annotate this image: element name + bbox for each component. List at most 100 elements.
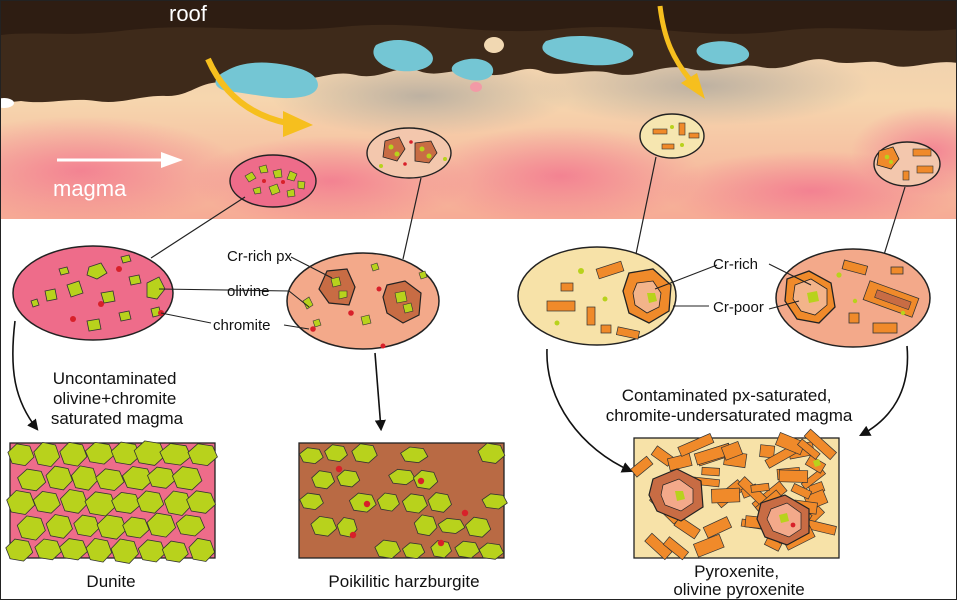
cr-rich-px-label: Cr-rich px [227, 248, 293, 265]
olivine-grain [188, 537, 216, 562]
pyroxene-grain [666, 453, 693, 472]
olivine-grain [122, 516, 150, 539]
process-arrows [12, 320, 909, 473]
pyroxene-grain [796, 438, 821, 460]
chromite-grain [437, 539, 445, 547]
pyroxene-grain [662, 536, 690, 561]
olivine-grain [6, 490, 36, 515]
olivine-grain [121, 466, 153, 491]
olivine-grain [70, 465, 98, 491]
dunite-label: Dunite [86, 572, 135, 591]
olivine-grain [478, 542, 505, 560]
olivine-grain [465, 516, 492, 538]
olivine-grain [401, 493, 428, 514]
dunite-texture [5, 440, 218, 564]
pyroxene-grain [702, 516, 733, 539]
magma-ellipse-contaminated-2 [775, 248, 931, 348]
pyroxene-grain [644, 532, 673, 561]
olivine-grain [412, 469, 439, 490]
olivine-grain [34, 538, 62, 561]
olivine-grain [84, 441, 115, 465]
pyroxene-grain [803, 428, 838, 461]
inset-3-pyroxene [639, 113, 705, 159]
olivine-grain [45, 465, 73, 491]
olivine-grain [400, 446, 429, 464]
olivine-grain [430, 540, 452, 559]
olivine-grain [171, 466, 203, 491]
olivine-grain [7, 443, 35, 467]
olivine-grain [59, 538, 88, 561]
chromite-grain [417, 477, 425, 485]
magma-flow-arrow [57, 152, 183, 168]
olivine-grain [32, 490, 61, 514]
olivine-grain [388, 468, 416, 486]
mineral-leaders [158, 256, 812, 330]
olivine-grain [163, 490, 192, 516]
olivine-grain [146, 512, 177, 538]
olivine-grain [137, 539, 166, 563]
magma-ellipse-uncontaminated [12, 245, 174, 341]
pyroxene-grain [701, 466, 720, 477]
pyroxene-grain [759, 444, 776, 459]
olivine-grain [299, 492, 324, 511]
pyroxene-grain [800, 467, 827, 490]
olivine-grain [73, 514, 100, 537]
olivine-grain [45, 514, 73, 539]
olivine-grain [17, 468, 47, 492]
contaminated-caption: Contaminated px-saturated, chromite-unde… [606, 386, 853, 425]
olivine-grain [147, 466, 177, 489]
olivine-grain [427, 492, 452, 513]
olivine-grain [96, 514, 127, 540]
contaminant-plumes [215, 35, 750, 99]
roof-label: roof [169, 1, 208, 26]
olivine-grain [454, 540, 481, 559]
olivine-grain [16, 515, 46, 541]
olivine-grain [110, 441, 141, 466]
olivine-grain [33, 441, 61, 468]
olivine-grain [159, 443, 192, 466]
olivine-label: olivine [227, 283, 270, 300]
olivine-grain [59, 441, 88, 467]
olivine-grain [324, 444, 348, 463]
olivine-grain [481, 493, 508, 510]
olivine-grain [59, 489, 88, 514]
olivine-grain [186, 490, 216, 514]
olivine-grain [5, 538, 34, 562]
inset-4-pyroxene [873, 141, 941, 187]
contamination-arrow-right [657, 5, 705, 99]
olivine-grain [437, 517, 466, 534]
magma-ellipse-harzburgite [286, 252, 440, 350]
pyroxene-grain [790, 483, 813, 500]
cr-poor-label: Cr-poor [713, 299, 764, 316]
cr-rich-label: Cr-rich [713, 256, 758, 273]
pyroxenite-label: Pyroxenite, olivine pyroxenite [673, 562, 804, 599]
olivine-grain [110, 538, 139, 564]
inset-1-pink [229, 154, 317, 208]
inset-2-harzburgite [366, 127, 452, 179]
chromite-grain [363, 500, 371, 508]
olivine-grain [413, 514, 438, 537]
olivine-grain [136, 490, 165, 514]
olivine-grain [187, 443, 218, 467]
pyroxene-grain [677, 433, 715, 457]
olivine-grain [85, 537, 113, 563]
olivine-grain [161, 540, 189, 563]
inset-connectors [150, 156, 906, 260]
pyroxene-grain [692, 533, 725, 558]
olivine-grain [111, 491, 141, 514]
olivine-grain [311, 470, 336, 490]
pyroxene-grain [720, 440, 744, 461]
olivine-grain [402, 542, 426, 560]
contamination-arrow-left [205, 57, 313, 137]
olivine-grain [477, 442, 506, 464]
harzburgite-label: Poikilitic harzburgite [328, 572, 479, 591]
olivine-grain [351, 443, 378, 464]
olivine-grain [376, 492, 400, 512]
magma-label: magma [53, 176, 127, 201]
pyroxene-grain [778, 469, 809, 483]
chromite-grain [335, 465, 343, 473]
olivine-grain [95, 468, 125, 491]
uncontaminated-caption: Uncontaminated olivine+chromite saturate… [51, 369, 184, 428]
